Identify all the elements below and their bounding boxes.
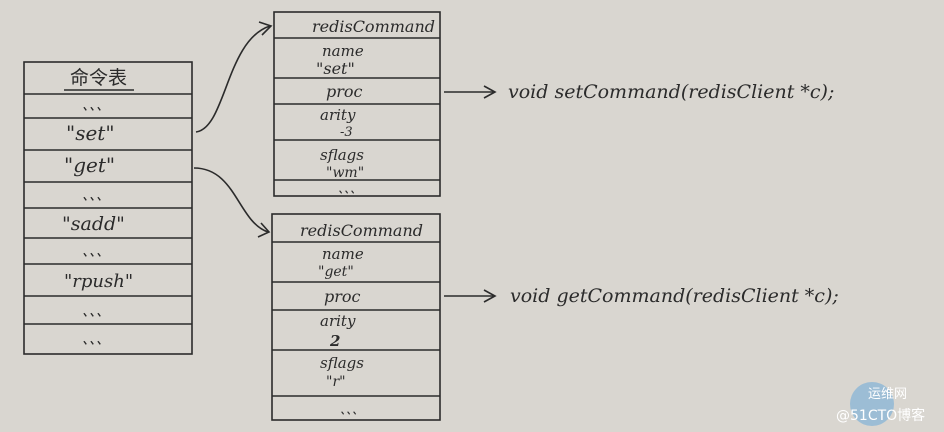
command-table-row: 、、、 (82, 98, 110, 114)
command-table-row: 、、、 (82, 188, 110, 204)
struct-set: redisCommand name "set" proc arity -3 sf… (273, 11, 441, 197)
struct-set-field-value: "set" (316, 59, 355, 78)
get-command-signature: void getCommand(redisClient *c); (510, 285, 839, 307)
struct-get: redisCommand name "get" proc arity 2 sfl… (271, 213, 441, 421)
watermark-line1: 运维网 (868, 387, 907, 402)
struct-set-field-label: sflags (320, 146, 364, 164)
watermark: 运维网 @51CTO博客 (836, 382, 925, 426)
arrow-set-proc (444, 85, 497, 99)
struct-set-field-label: arity (320, 106, 356, 124)
struct-get-field-value: "get" (318, 264, 354, 280)
command-table-row: "rpush" (64, 271, 133, 292)
struct-get-field-label: sflags (320, 354, 364, 372)
arrow-get-proc (444, 289, 497, 303)
command-table-row: "get" (64, 153, 115, 177)
struct-set-field-label: proc (326, 82, 363, 101)
command-table-row: "sadd" (62, 213, 125, 235)
command-table-row: 、、、 (82, 304, 110, 320)
struct-get-field-label: 、、、 (340, 403, 364, 417)
watermark-line2: @51CTO博客 (836, 407, 925, 424)
set-command-signature: void setCommand(redisClient *c); (508, 81, 834, 103)
command-table: 命令表 、、、 "set" "get" 、、、 "sadd" 、、、 "rpus… (23, 61, 193, 355)
struct-set-field-label: name (322, 42, 364, 60)
command-table-row: 、、、 (82, 244, 110, 260)
struct-get-field-label: arity (320, 312, 356, 330)
struct-set-field-value: -3 (340, 125, 353, 140)
struct-set-field-value: "wm" (326, 165, 364, 181)
connector-get (193, 167, 271, 238)
watermark-logo-icon (850, 382, 894, 426)
struct-get-field-value: "r" (326, 374, 346, 390)
struct-get-field-label: proc (324, 287, 361, 306)
struct-set-title: redisCommand (312, 17, 435, 36)
struct-get-field-label: name (322, 245, 364, 263)
command-table-row: "set" (66, 121, 115, 145)
command-table-title: 命令表 (70, 67, 127, 89)
struct-get-field-value: 2 (329, 332, 340, 350)
struct-set-field-label: 、、、 (338, 182, 362, 196)
connector-set (195, 21, 273, 133)
struct-get-title: redisCommand (300, 221, 423, 240)
command-table-row: 、、、 (82, 332, 110, 348)
